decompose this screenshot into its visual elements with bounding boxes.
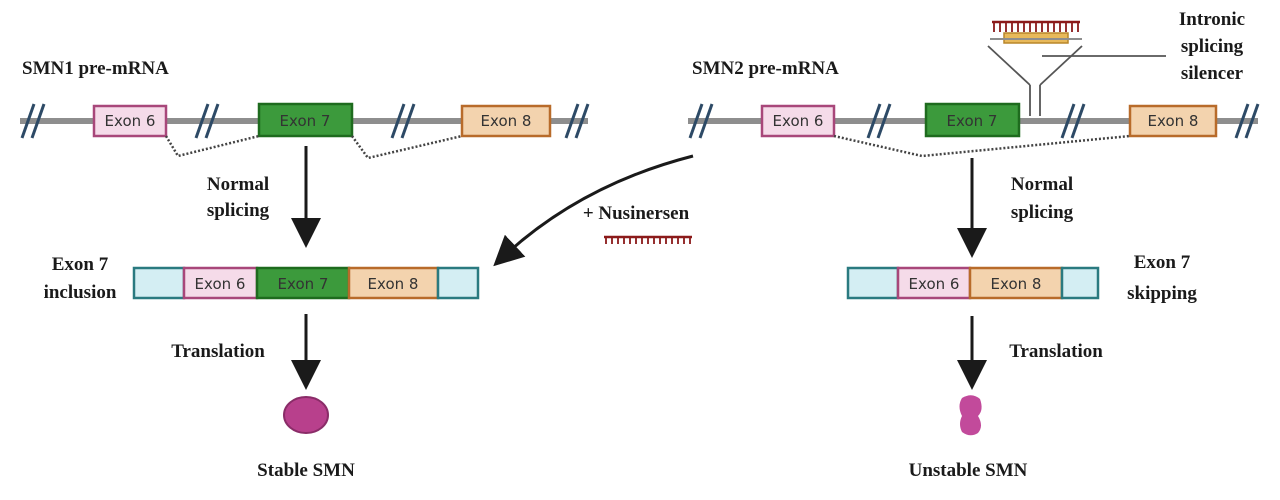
nusinersen-label: + Nusinersen (583, 203, 690, 224)
smn2-title: SMN2 pre-mRNA (692, 58, 839, 79)
smn2-exon6-label: Exon 6 (773, 112, 824, 130)
smn1-mrna-3utr (436, 266, 480, 300)
smn1-mrna-exon8-label: Exon 8 (368, 275, 419, 293)
smn2-mrna-exon8-label: Exon 8 (991, 275, 1042, 293)
smn1-translation-label: Translation (171, 341, 265, 362)
smn2-splicing-label-line2: splicing (1011, 202, 1074, 223)
smn1-mrna-exon7 (255, 266, 351, 300)
smn1-mrna-exon6-label: Exon 6 (195, 275, 246, 293)
nusinersen-oligo (604, 235, 692, 244)
skipping-label-line1: Exon 7 (1134, 252, 1191, 273)
iss-label-line1: Intronic (1179, 9, 1245, 30)
iss-label-line3: silencer (1181, 63, 1244, 84)
iss-callout (987, 45, 1166, 116)
smn1-mrna-exon8 (347, 266, 440, 300)
stable-smn-label: Stable SMN (257, 460, 355, 481)
smn1-exon6-box (92, 104, 168, 138)
stable-smn-protein (283, 396, 329, 434)
inclusion-label-line1: Exon 7 (52, 254, 109, 275)
smn1-splicing-label-line2: splicing (207, 200, 270, 221)
smn2-skip-junction (833, 134, 1131, 158)
smn1-exon7-box (257, 102, 354, 138)
smn2-exon8-box (1128, 104, 1218, 138)
smn2-break-marks (688, 103, 1260, 139)
iss-oligo-binding (990, 20, 1082, 44)
smn1-mrna-exon6 (182, 266, 259, 300)
unstable-smn-protein (959, 395, 982, 436)
inclusion-label-line2: inclusion (44, 282, 117, 303)
smn1-mrna-5utr (132, 266, 186, 300)
smn2-splicing-label-line1: Normal (1011, 174, 1073, 195)
smn2-exon6-box (760, 104, 836, 138)
smn1-title: SMN1 pre-mRNA (22, 58, 169, 79)
skipping-label-line2: skipping (1127, 283, 1197, 304)
smn1-exon7-label: Exon 7 (280, 112, 331, 130)
smn2-translation-label: Translation (1009, 341, 1103, 362)
smn1-exon8-box (460, 104, 552, 138)
smn2-mrna-3utr (1060, 266, 1100, 300)
smn2-exon7-label: Exon 7 (947, 112, 998, 130)
nusinersen-arrow (493, 154, 694, 267)
smn2-exon7-box (924, 102, 1021, 138)
smn1-exon6-label: Exon 6 (105, 112, 156, 130)
iss-label-line2: splicing (1181, 36, 1244, 57)
smn1-break-marks (20, 103, 590, 139)
smn2-mrna-5utr (846, 266, 900, 300)
smn1-splicing-label-line1: Normal (207, 174, 269, 195)
smn2-exon8-label: Exon 8 (1148, 112, 1199, 130)
smn2-mrna-exon6-label: Exon 6 (909, 275, 960, 293)
smn1-mrna-exon7-label: Exon 7 (278, 275, 329, 293)
unstable-smn-label: Unstable SMN (909, 460, 1028, 481)
smn1-splice-junction-6-7 (164, 134, 260, 158)
smn1-splice-junction-7-8 (350, 134, 463, 160)
smn1-exon8-label: Exon 8 (481, 112, 532, 130)
